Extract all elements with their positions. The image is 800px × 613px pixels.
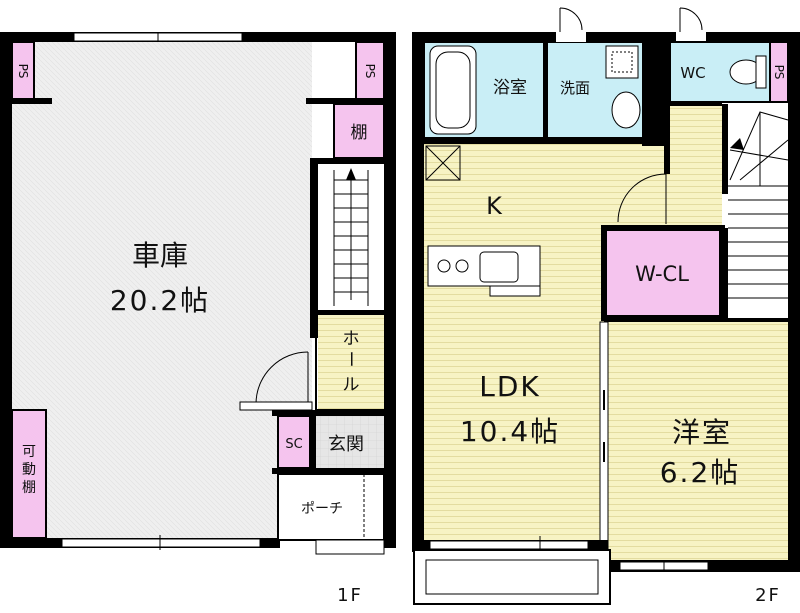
porch-label: ポーチ [301, 501, 343, 517]
ldk-name: LDK [479, 370, 541, 403]
floor-1 [0, 32, 396, 555]
western-area: 6.2帖 [660, 456, 741, 489]
garage-door-swing [255, 351, 309, 405]
wcl-label: W-CL [635, 262, 689, 286]
ps-2f-label: PS [772, 65, 786, 80]
stair-wall [310, 158, 318, 338]
hall-label-1: ホ [343, 329, 360, 349]
hall-label-2: ー [340, 351, 360, 368]
sc-label: SC [285, 437, 302, 452]
ldk-area: 10.4帖 [460, 415, 560, 448]
kitchen-sink [479, 251, 519, 283]
garage-shutter [61, 538, 261, 548]
garage-floor [12, 40, 312, 540]
garage-name: 車庫 [132, 239, 188, 272]
entrance-floor [312, 416, 384, 468]
ps-right-label: PS [363, 64, 377, 79]
wcl-box [601, 225, 725, 321]
wall-2f-right [788, 32, 800, 572]
wall-2f-left [412, 32, 424, 552]
movable-shelf-label-1: 可 [22, 444, 36, 460]
fridge-space [425, 145, 461, 181]
movable-shelf-label-3: 棚 [22, 480, 36, 496]
ldk-floor [424, 144, 604, 544]
hall-2f-floor [670, 104, 722, 228]
ldk-western-partition [599, 321, 609, 559]
kitchen-label: K [486, 192, 503, 220]
stove-burner-2 [455, 259, 469, 273]
movable-shelf-label-2: 動 [22, 462, 36, 478]
entrance-label: 玄関 [328, 434, 364, 455]
western-name: 洋室 [672, 416, 732, 449]
wall-2f-top [412, 32, 800, 42]
ps-left-label: PS [16, 64, 30, 79]
garage-left-wall [0, 32, 12, 548]
right-wall-1f [384, 32, 396, 548]
porch-floor [277, 473, 385, 541]
movable-shelf-box [11, 409, 47, 539]
floor-1-label: 1F [337, 585, 363, 606]
bath-label: 浴室 [493, 78, 527, 98]
hall-label-3: ル [343, 375, 360, 395]
ldk-window [429, 540, 589, 550]
shelf-label: 棚 [351, 123, 368, 143]
hall-floor [318, 314, 384, 410]
wc-label: WC [680, 64, 705, 82]
garage-area: 20.2帖 [110, 284, 210, 317]
floor-2 [412, 7, 800, 605]
kitchen-floor-ext [604, 144, 670, 228]
stairs-1f [318, 164, 384, 310]
washbasin [605, 45, 639, 79]
sink-bowl [611, 91, 641, 129]
stairs-2f [722, 104, 789, 318]
ps-right-box [355, 41, 385, 101]
wash-label: 洗面 [560, 79, 590, 97]
western-floor [608, 322, 788, 560]
ps-2f-box [769, 41, 789, 103]
stove-burner-1 [437, 259, 451, 273]
floor-2-label: 2F [755, 585, 781, 606]
